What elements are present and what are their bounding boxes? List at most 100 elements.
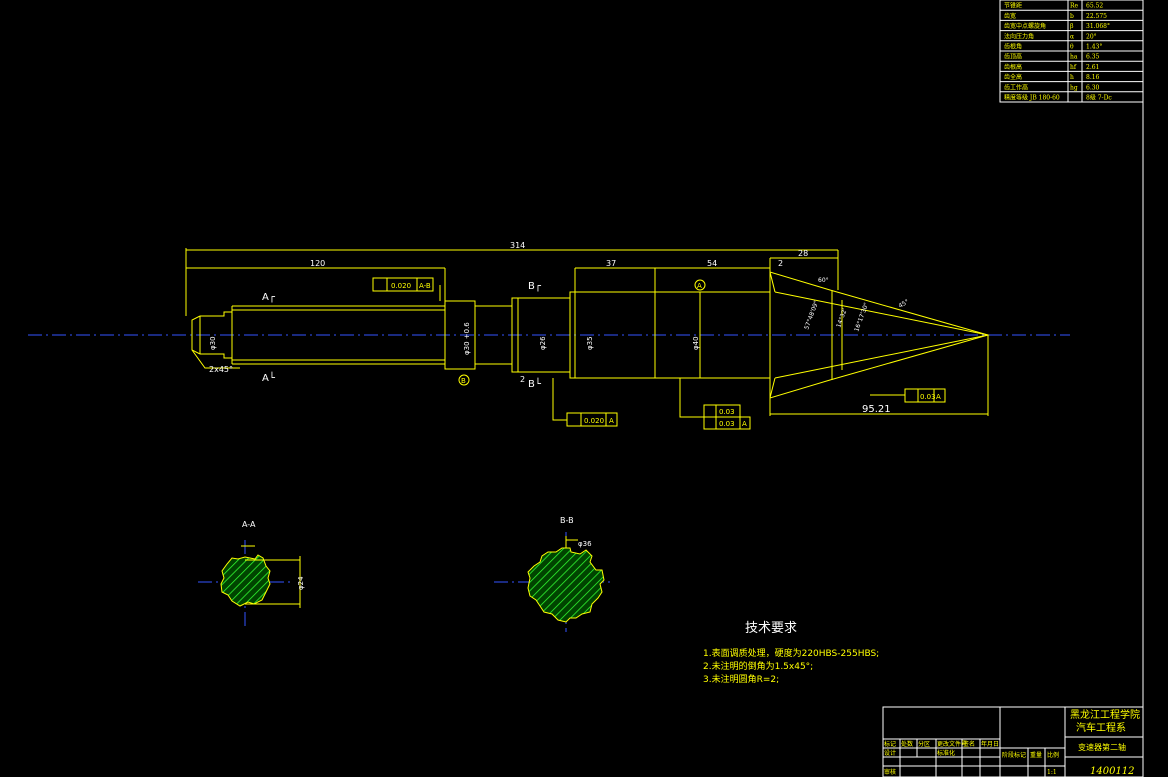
tb-col-zone: 分区 [918,740,930,748]
dim-54: 54 [707,259,717,268]
tol-2-ref: A [609,417,614,425]
param-symbol: hf [1070,64,1077,71]
tol-3-ref: A [742,420,747,428]
tb-col-date: 年月日 [981,740,999,748]
tech-line-3: 3.未注明圆角R=2; [703,673,779,685]
tb-col-change: 更改文件号 [937,740,967,748]
dim-2-bottom: 2 [520,375,525,384]
param-name: 法向压力角 [1004,32,1034,40]
section-markers: A┌ A└ B┌ B└ B A [262,279,706,390]
param-name: 齿根高 [1004,63,1022,71]
param-name: 齿根角 [1004,43,1022,51]
section-b-title: B-B [560,516,574,525]
tolerance-frame-4: 0.03 A [904,388,946,403]
tb-col-qty: 处数 [901,740,913,748]
tol-2-value: 0.020 [584,417,604,425]
param-symbol: h [1070,74,1074,81]
sec-a-dim: φ24 [297,576,305,590]
tb-col-stage: 阶段标记 [1002,751,1026,759]
section-a-bottom: A└ [262,371,276,384]
tb-std: 标准化 [937,749,955,757]
tb-dept: 汽车工程系 [1076,721,1126,734]
param-value: 6.30 [1086,84,1100,91]
param-symbol: β [1070,23,1074,30]
tb-drawing-no: 1400112 [1090,766,1135,777]
tolerance-frame-2: 0.020 A [566,412,618,427]
param-value: 8.16 [1086,74,1100,81]
section-b-top: B┌ [528,281,542,292]
param-value: 8级 7-Dc [1086,94,1112,102]
dim-ang3: 16°17'30" [853,302,870,333]
dimension-texts: 314 120 37 54 28 2 2 95.21 2x45° φ30 φ30… [209,241,910,415]
tol-1-value: 0.020 [391,282,411,290]
title-block: 黑龙江工程学院 汽车工程系 变速器第二轴 1400112 标记 处数 分区 更改… [882,706,1144,777]
param-value: 20° [1086,33,1097,40]
technical-requirements: 技术要求 1.表面调质处理，硬度为220HBS-255HBS; 2.未注明的倒角… [703,621,879,685]
dim-ang4: 45° [898,298,911,309]
param-name: 齿宽 [1004,12,1016,20]
tb-col-mark: 标记 [884,740,896,748]
dim-left-section: 120 [310,259,325,268]
tol-4-ref: A [936,393,941,401]
tb-review: 审核 [884,768,896,776]
dim-overall: 314 [510,241,525,250]
dim-dia30b: φ30 +0.6 [463,322,471,355]
section-view-b: B-B φ36 [494,516,612,632]
param-name: 齿全高 [1004,73,1022,81]
tolerance-frame-1: 0.020 A-B [372,277,434,292]
tol-4-value: 0.03 [920,393,936,401]
dim-95: 95.21 [862,404,891,415]
tol-3a-value: 0.03 [719,408,735,416]
datum-b-label: B [461,377,466,385]
param-value: 1.43° [1086,44,1102,51]
dim-ang5: 60° [818,277,829,284]
section-view-a: A-A φ24 [198,520,305,626]
datum-a-marker [694,279,706,291]
param-symbol: b [1070,13,1074,20]
param-value: 65.52 [1086,3,1103,10]
param-name: 齿工作高 [1004,83,1028,91]
param-value: 2.61 [1086,64,1099,71]
param-value: 22.575 [1086,13,1107,20]
dim-2-top: 2 [778,259,783,268]
section-b-bottom: B└ [528,377,542,390]
dim-37: 37 [606,259,616,268]
dim-chamfer: 2x45° [209,365,233,374]
tol-3b-value: 0.03 [719,420,735,428]
tech-line-1: 1.表面调质处理，硬度为220HBS-255HBS; [703,647,879,659]
tb-col-weight: 重量 [1030,751,1042,759]
tech-line-2: 2.未注明的倒角为1.5x45°; [703,660,813,672]
tb-part: 变速器第二轴 [1078,742,1126,752]
section-a-top: A┌ [262,292,276,303]
dim-28: 28 [798,249,808,258]
param-symbol: Re [1070,3,1079,10]
param-symbol: θ [1070,44,1074,51]
tol-1-ref: A-B [419,282,431,290]
param-name: 精度等级 JB 180-60 [1004,94,1060,102]
section-a-title: A-A [242,520,256,529]
param-name: 齿顶高 [1004,53,1022,61]
tb-design: 设计 [884,749,896,757]
datum-a-label: A [697,282,702,290]
tolerance-frame-3: 0.03 0.03 A [703,404,751,430]
tb-col-scale: 比例 [1047,751,1059,759]
sec-b-dim: φ36 [578,540,592,548]
tb-col-sign: 签名 [963,740,975,748]
dim-ang2: 14°32' [835,307,849,328]
dim-ang1: 57°48'09" [803,300,820,331]
param-name: 齿宽中点螺旋角 [1004,22,1046,30]
dimension-lines [185,248,989,421]
tech-heading: 技术要求 [745,621,797,636]
dim-dia26: φ26 [539,336,547,350]
tb-ratio: 1:1 [1047,769,1057,776]
param-value: 6.35 [1086,54,1100,61]
param-name: 节锥距 [1004,2,1022,10]
dim-dia30: φ30 [209,336,217,350]
dim-dia40: φ40 [692,336,700,350]
param-symbol: ha [1070,54,1078,61]
param-symbol: hg [1070,84,1078,91]
param-symbol: α [1070,33,1074,40]
dim-dia35: φ35 [586,336,594,350]
